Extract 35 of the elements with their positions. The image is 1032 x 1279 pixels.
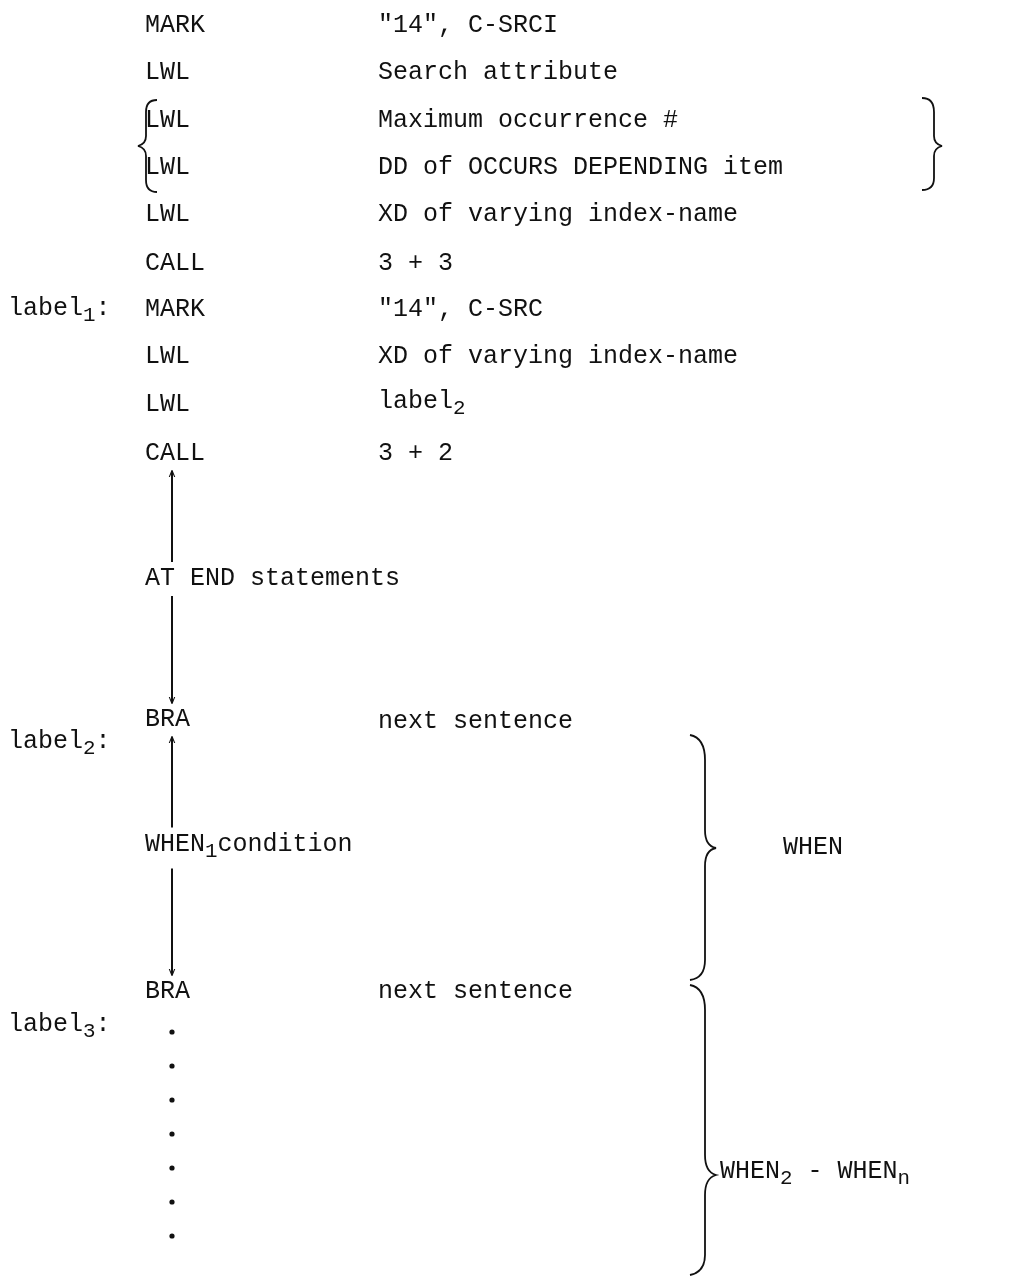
operand-text: 3 + 2 bbox=[378, 439, 453, 469]
opcode-text: LWL bbox=[145, 58, 190, 88]
operand-text: next sentence bbox=[378, 707, 574, 737]
opcode-text: LWL bbox=[145, 153, 190, 183]
operand-text: "14", C-SRCI bbox=[378, 11, 559, 41]
operand-text: XD of varying index-name bbox=[378, 342, 739, 372]
opcode-text: CALL bbox=[145, 249, 205, 279]
code-text: BRA bbox=[145, 977, 190, 1007]
code-text: BRA bbox=[145, 705, 190, 735]
operand-text: 3 + 3 bbox=[378, 249, 453, 279]
code-text: WHEN$_{1}$condition bbox=[145, 829, 353, 867]
label-name: label$_{2}$: bbox=[8, 726, 111, 762]
brace-label: WHEN$_{2}$ - WHEN$_{n}$ bbox=[720, 1156, 911, 1192]
operand-text: XD of varying index-name bbox=[378, 200, 739, 230]
brace-label: WHEN bbox=[783, 833, 843, 863]
opcode-text: MARK bbox=[145, 11, 205, 41]
opcode-text: LWL bbox=[145, 200, 190, 230]
operand-text: "14", C-SRC bbox=[378, 295, 544, 325]
opcode-text: LWL bbox=[145, 106, 190, 136]
arrow bbox=[168, 867, 176, 977]
label-name: label$_{1}$: bbox=[8, 293, 111, 329]
label-name: label$_{3}$: bbox=[8, 1009, 111, 1045]
operand-text: Maximum occurrence # bbox=[378, 106, 679, 136]
opcode-text: MARK bbox=[145, 295, 205, 325]
code-text: CALL bbox=[145, 439, 205, 469]
opcode-text: LWL bbox=[145, 390, 190, 420]
arrow bbox=[168, 735, 176, 829]
operand-text: Search attribute bbox=[378, 58, 619, 88]
operand-text: DD of OCCURS DEPENDING item bbox=[378, 153, 784, 183]
operand-text: next sentence bbox=[378, 977, 574, 1007]
opcode-text: LWL bbox=[145, 342, 190, 372]
operand-text: label$_{2}$ bbox=[378, 386, 466, 422]
arrow bbox=[168, 595, 176, 705]
arrow bbox=[168, 469, 176, 563]
code-text: AT END statements bbox=[145, 564, 401, 594]
